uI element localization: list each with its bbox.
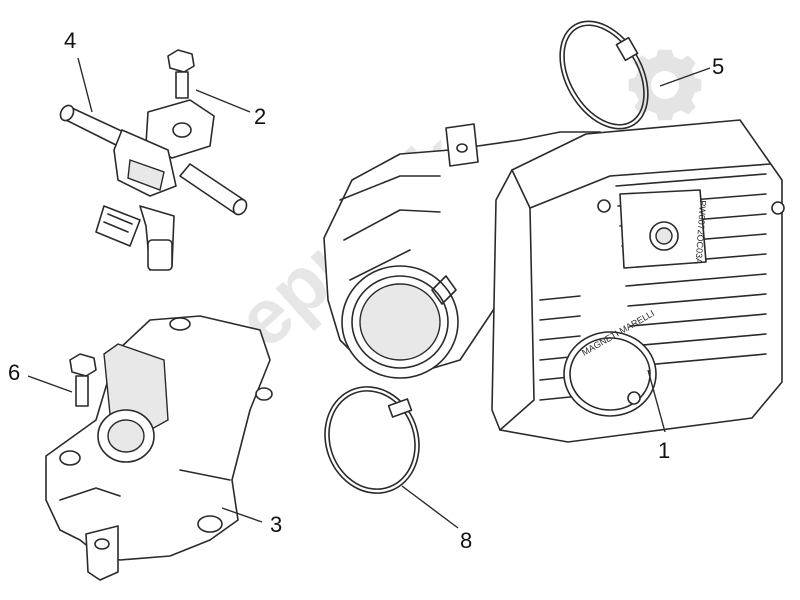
leader-line-6 — [27, 375, 73, 393]
callout-5: 5 — [712, 54, 724, 79]
hose-clamp-small — [559, 20, 649, 130]
callout-1: 1 — [658, 438, 670, 463]
callout-6: 6 — [8, 360, 20, 385]
callouts: 1 2 3 4 5 6 8 — [8, 28, 724, 553]
intake-manifold — [45, 315, 273, 581]
leader-lines — [27, 57, 711, 529]
leader-line-8 — [401, 485, 459, 529]
leader-line-2 — [195, 89, 251, 113]
hose-clamp-large — [324, 386, 420, 494]
callout-8: 8 — [460, 528, 472, 553]
leader-line-5 — [659, 67, 711, 87]
leader-line-4 — [77, 57, 93, 113]
leader-line-1 — [647, 369, 666, 433]
part-code-marking: PW0072OC03A — [694, 200, 708, 265]
callout-2: 2 — [254, 104, 266, 129]
callout-3: 3 — [270, 512, 282, 537]
leader-line-3 — [221, 507, 263, 523]
callout-4: 4 — [64, 28, 76, 53]
throttle-body: PW0072OC03A MAGNETI MARELLI — [323, 119, 785, 443]
fuel-injector-assembly — [59, 49, 248, 271]
